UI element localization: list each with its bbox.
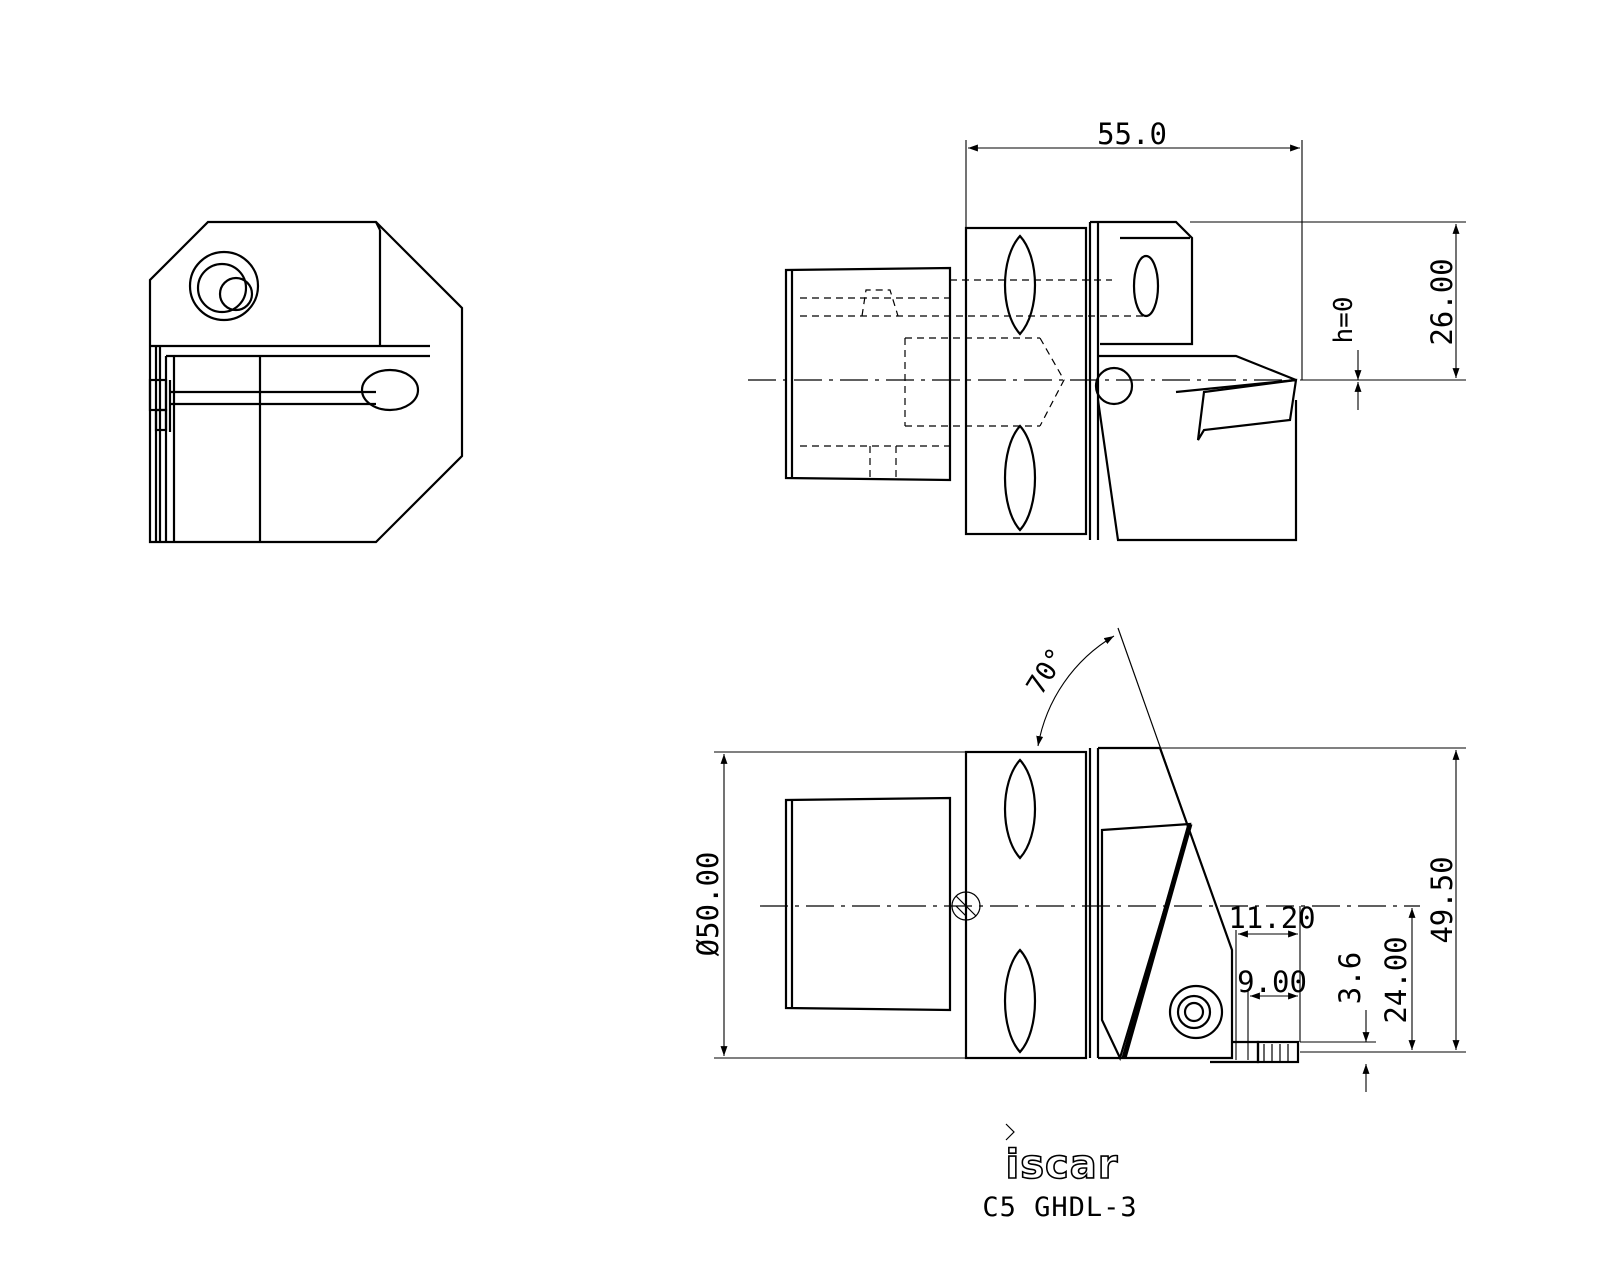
dim-offset-11: 11.20 xyxy=(1228,901,1315,935)
side-view xyxy=(748,220,1298,542)
end-view xyxy=(148,220,464,544)
iscar-logo: iscar xyxy=(1005,1123,1119,1189)
dim-height-24: 24.00 xyxy=(1379,936,1413,1023)
dim-depth: 3.6 xyxy=(1333,952,1367,1004)
dimension-lines xyxy=(714,140,1466,1092)
dim-offset-9: 9.00 xyxy=(1237,965,1307,999)
dim-diameter: Ø50.00 xyxy=(691,852,725,957)
dim-angle: 70° xyxy=(1021,643,1073,701)
plan-view xyxy=(760,627,1420,1064)
dim-top-width: 55.0 xyxy=(1097,117,1167,151)
dim-top-height: 26.00 xyxy=(1425,258,1459,345)
dim-center-height: h=0 xyxy=(1329,297,1359,344)
dim-overall-height: 49.50 xyxy=(1425,856,1459,943)
brand-name: iscar xyxy=(1006,1142,1119,1188)
part-number: C5 GHDL-3 xyxy=(982,1192,1137,1223)
